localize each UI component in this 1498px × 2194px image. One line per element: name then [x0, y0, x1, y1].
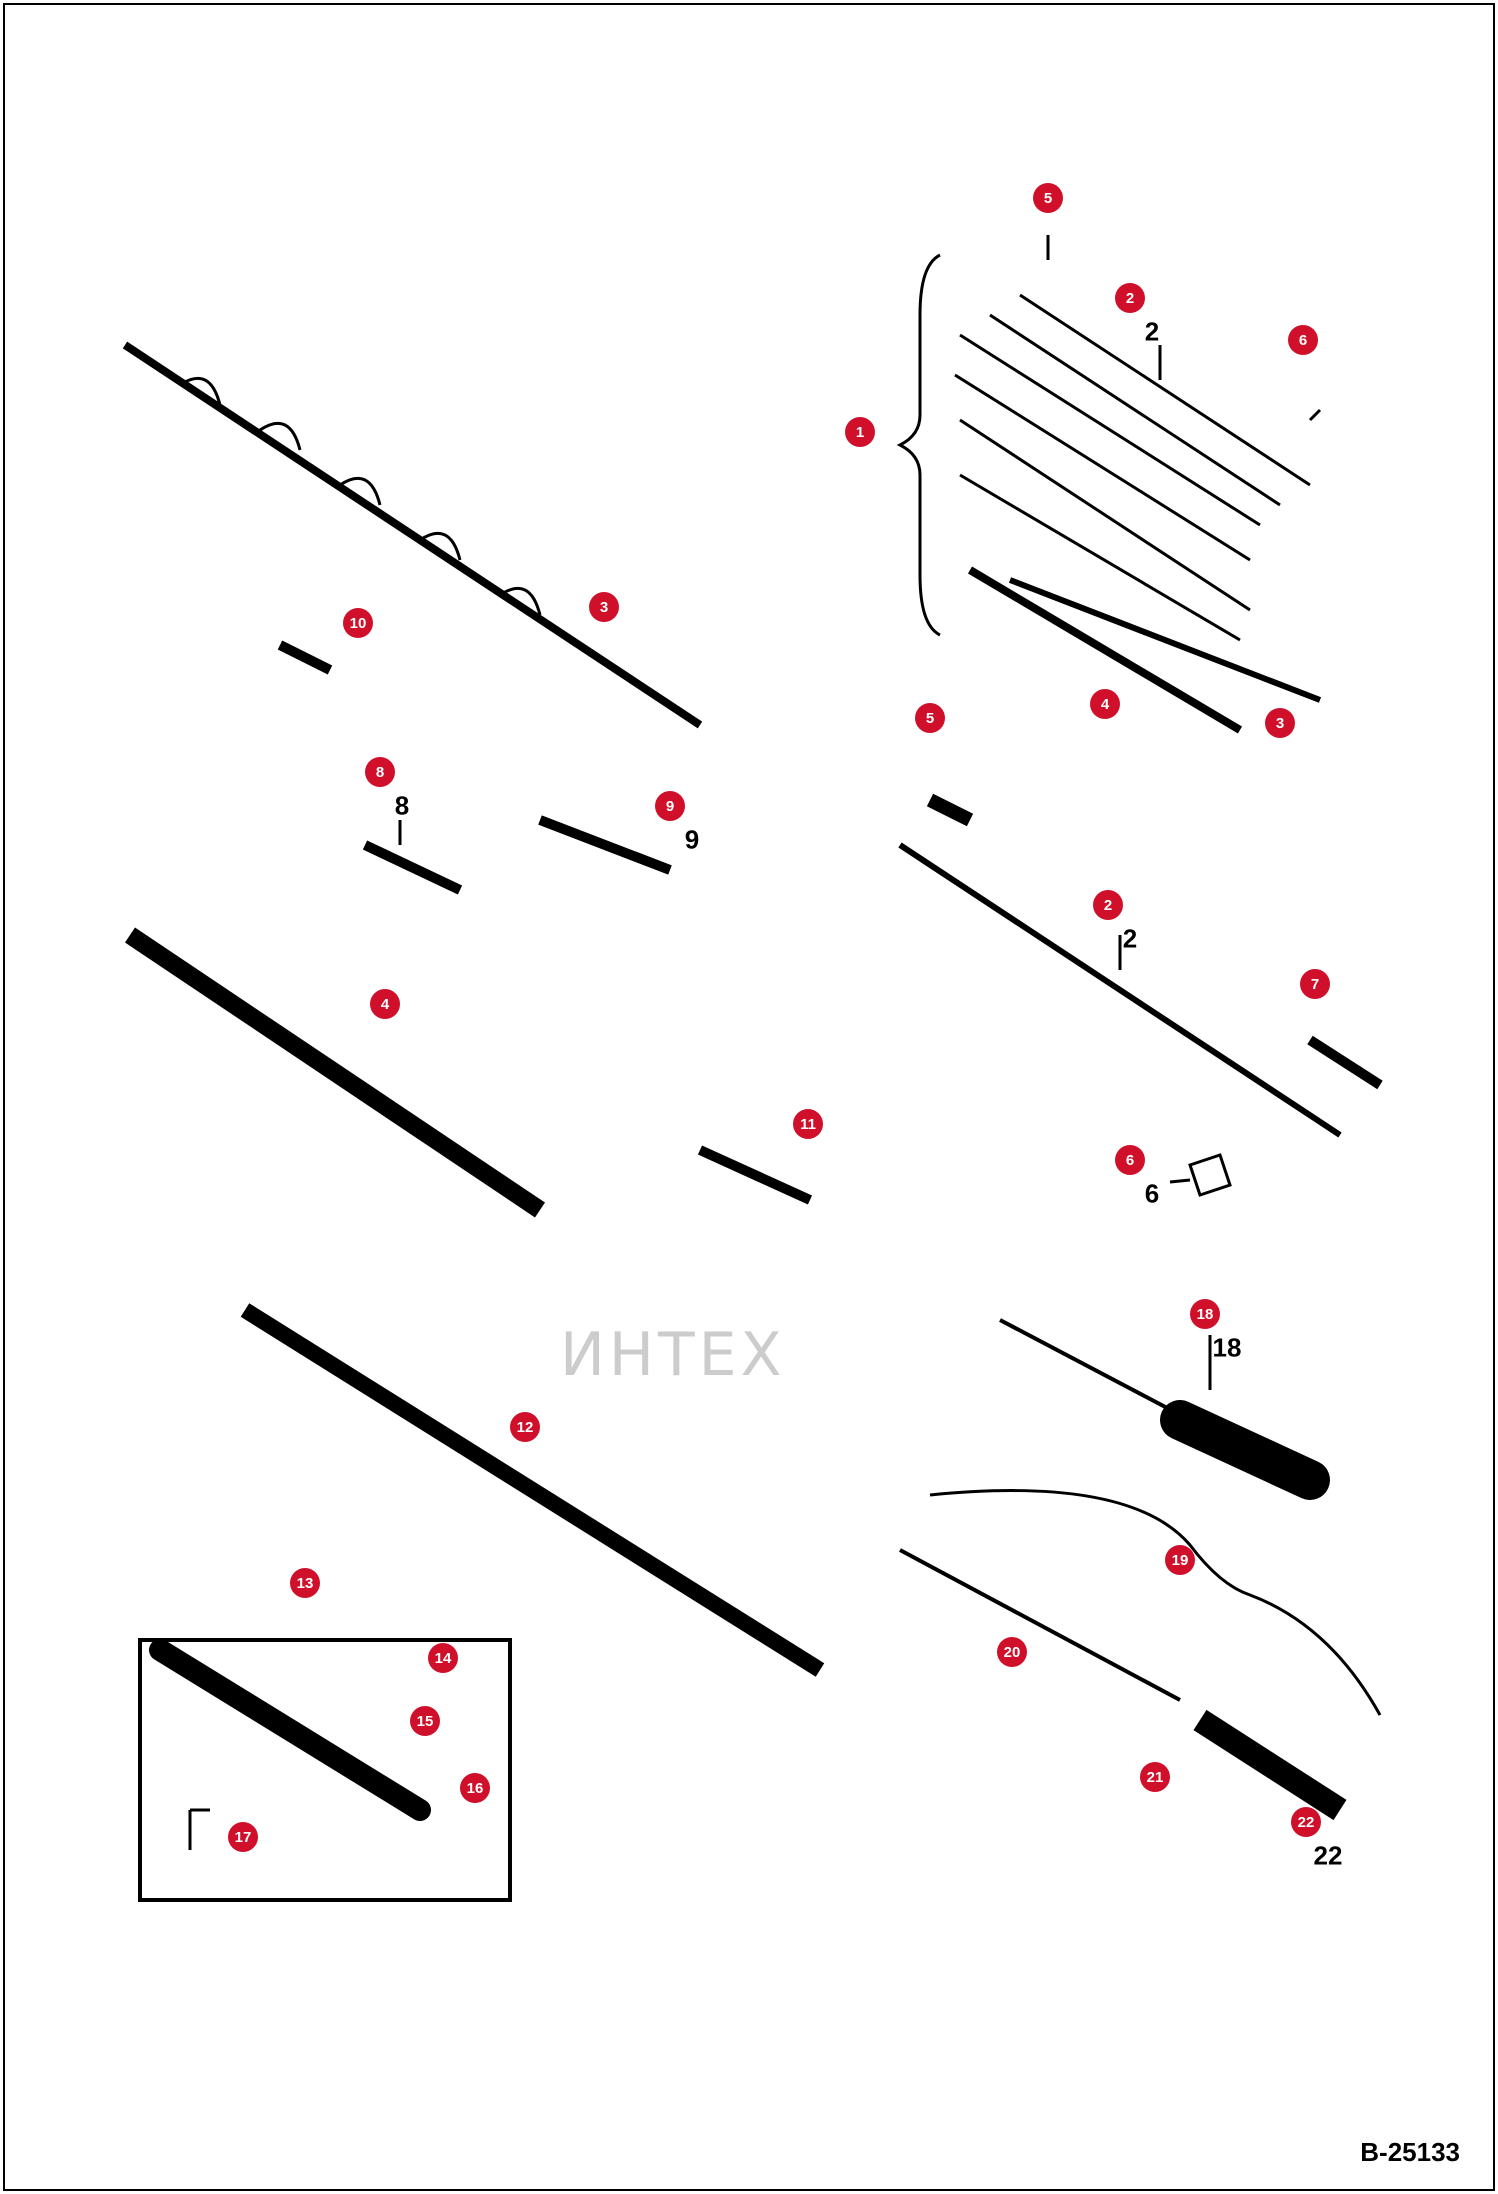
callout-19: 19 [1165, 1545, 1195, 1575]
callout-14: 14 [428, 1643, 458, 1673]
callout-10: 10 [343, 608, 373, 638]
callout-6: 6 [1115, 1145, 1145, 1175]
callout-4: 4 [1090, 689, 1120, 719]
callout-21: 21 [1140, 1762, 1170, 1792]
drawing-code: B-25133 [1360, 2137, 1460, 2167]
watermark: ИНТЕХ [560, 1320, 786, 1390]
callout-11: 11 [793, 1109, 823, 1139]
part-number-label: 9 [684, 824, 700, 855]
callout-22: 22 [1291, 1807, 1321, 1837]
callout-13: 13 [290, 1568, 320, 1598]
callout-20: 20 [997, 1637, 1027, 1667]
part-number-label: 6 [1144, 1178, 1160, 1209]
callout-5: 5 [1033, 183, 1063, 213]
part-number-label: 8 [394, 790, 410, 821]
leader-lines [398, 235, 1322, 1390]
part-number-label: 22 [1313, 1840, 1343, 1871]
callout-3: 3 [589, 592, 619, 622]
callout-8: 8 [365, 757, 395, 787]
callout-2: 2 [1093, 890, 1123, 920]
callout-15: 15 [410, 1706, 440, 1736]
callout-3: 3 [1265, 708, 1295, 738]
part-number-label: 2 [1122, 923, 1138, 954]
callout-18: 18 [1190, 1299, 1220, 1329]
callout-12: 12 [510, 1412, 540, 1442]
drawing-frame [3, 3, 1495, 2191]
callout-2: 2 [1115, 283, 1145, 313]
callout-17: 17 [228, 1822, 258, 1852]
callout-4: 4 [370, 989, 400, 1019]
part-number-label: 18 [1212, 1332, 1242, 1363]
part-number-label: 2 [1144, 316, 1160, 347]
callout-16: 16 [460, 1773, 490, 1803]
callout-7: 7 [1300, 969, 1330, 999]
callout-9: 9 [655, 791, 685, 821]
callout-1: 1 [845, 417, 875, 447]
callout-6: 6 [1288, 325, 1318, 355]
callout-5: 5 [915, 703, 945, 733]
